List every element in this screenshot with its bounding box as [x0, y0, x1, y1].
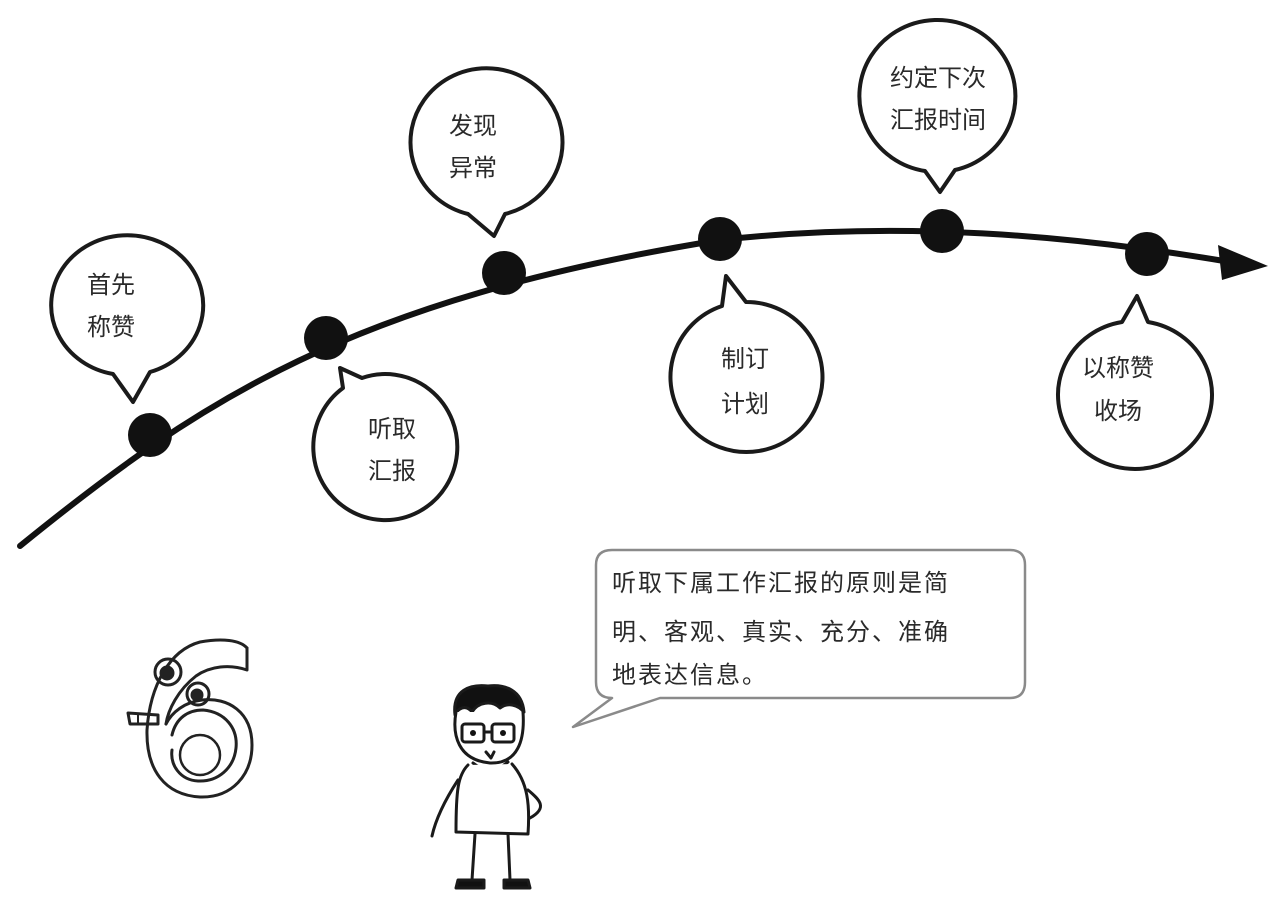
- timeline-node-2: [304, 316, 348, 360]
- arrowhead: [1218, 245, 1268, 280]
- step-label-line-2: 异常: [449, 154, 497, 182]
- speech-bubble: [408, 66, 565, 238]
- step-label-line-2: 汇报: [368, 457, 416, 485]
- step-6: 以称赞 收场: [1056, 294, 1214, 471]
- timeline-node-4: [698, 217, 742, 261]
- speech-line-2: 明、客观、真实、充分、准确: [612, 618, 950, 646]
- timeline-arc: [17, 227, 1233, 549]
- speech-bubble: [1056, 294, 1214, 471]
- speech-bubble: [49, 233, 206, 404]
- principle-speech: 听取下属工作汇报的原则是简 明、客观、真实、充分、准确 地表达信息。: [571, 548, 1027, 729]
- timeline-node-3: [482, 251, 526, 295]
- step-label-line-1: 听取: [368, 415, 416, 443]
- timeline-node-5: [920, 209, 964, 253]
- step-label-line-1: 首先: [87, 271, 135, 299]
- step-2: 听取 汇报: [311, 366, 460, 523]
- step-label-line-1: 以称赞: [1082, 354, 1154, 382]
- speech-line-1: 听取下属工作汇报的原则是简: [612, 569, 950, 597]
- step-label-line-1: 约定下次: [890, 64, 986, 92]
- step-label-line-2: 汇报时间: [890, 106, 986, 134]
- step-4: 制订 计划: [668, 274, 825, 454]
- step-label-line-1: 发现: [449, 112, 497, 140]
- speech-box: [571, 548, 1027, 729]
- step-label-line-2: 计划: [721, 390, 769, 418]
- step-3: 发现 异常: [408, 66, 565, 238]
- speech-bubble: [668, 274, 825, 454]
- speech-bubble: [311, 366, 460, 523]
- step-5: 约定下次 汇报时间: [857, 17, 1018, 194]
- timeline-node-1: [128, 413, 172, 457]
- speech-line-3: 地表达信息。: [612, 661, 768, 689]
- speech-bubble: [857, 17, 1018, 194]
- step-label-line-2: 称赞: [87, 313, 135, 341]
- step-label-line-1: 制订: [721, 345, 769, 373]
- step-label-line-2: 收场: [1094, 397, 1142, 425]
- step-1: 首先 称赞: [49, 233, 206, 404]
- presenter-figure: [430, 684, 542, 890]
- number-six-mascot: [126, 638, 254, 799]
- timeline-node-6: [1125, 232, 1169, 276]
